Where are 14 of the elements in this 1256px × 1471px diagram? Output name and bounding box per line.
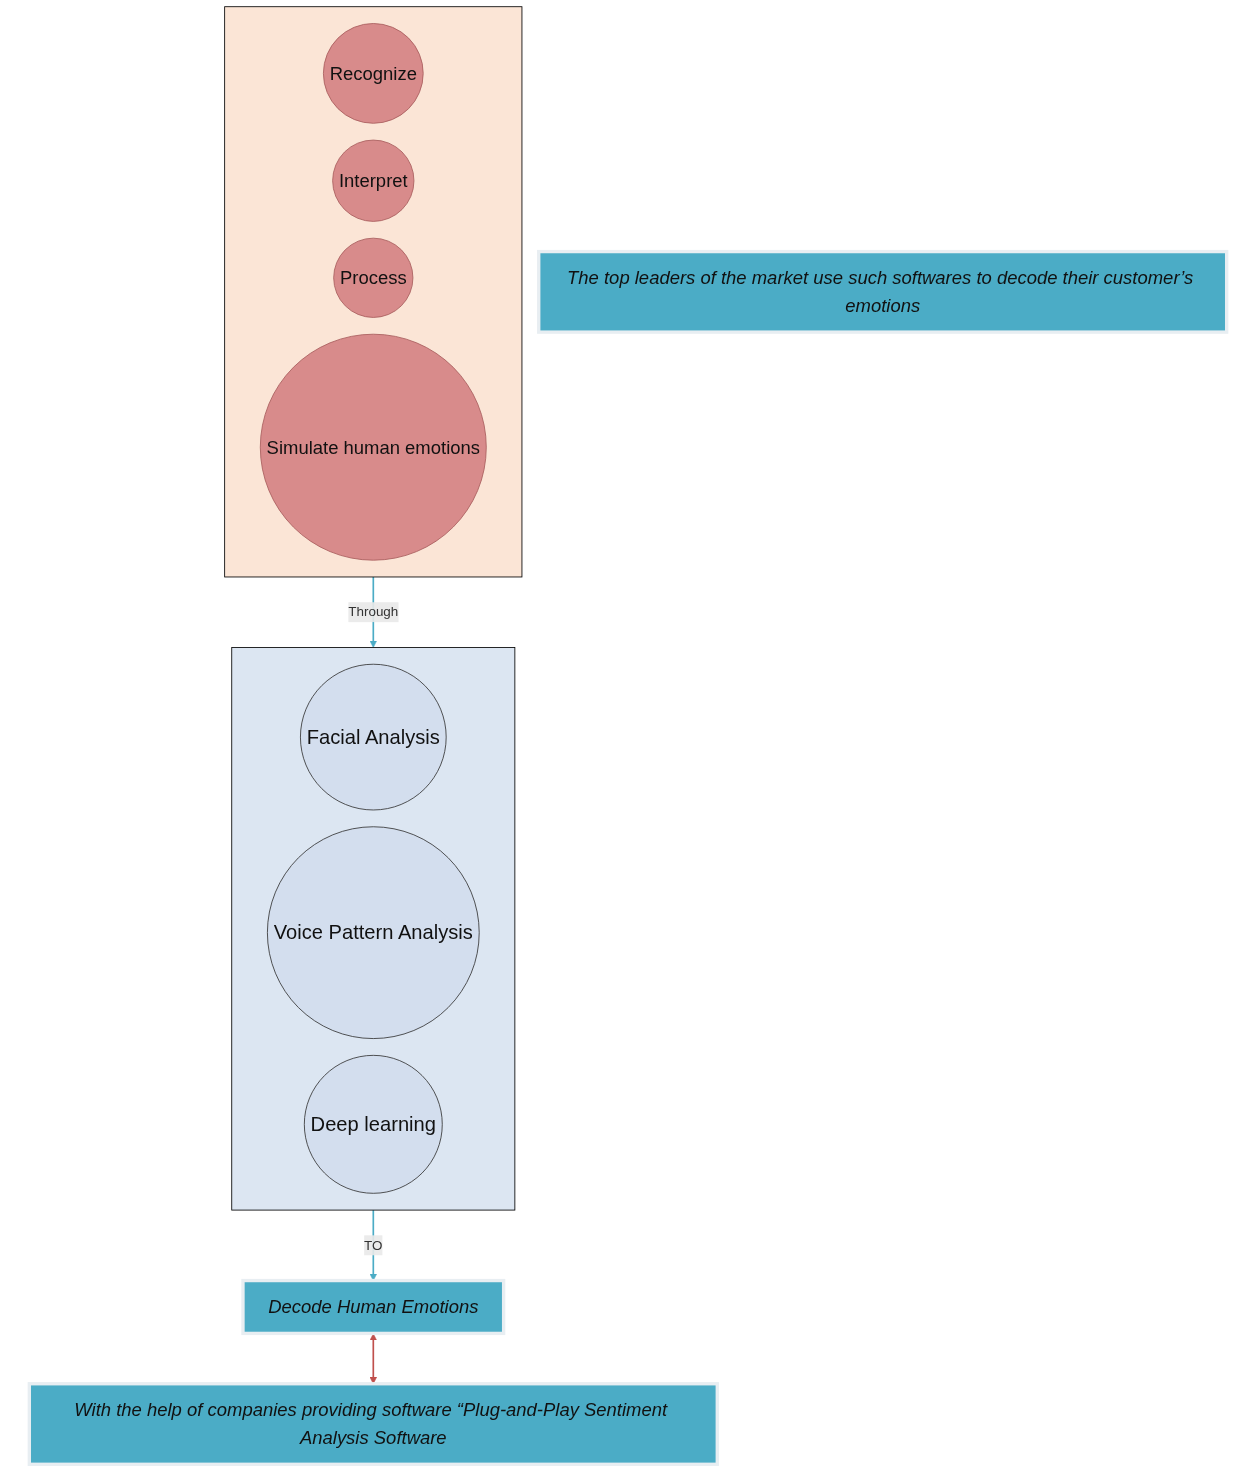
edge-label: TO bbox=[364, 1237, 383, 1253]
edge-label: Through bbox=[348, 604, 399, 619]
node-circle: Voice Pattern Analysis bbox=[266, 826, 480, 1039]
node-box: With the help of companies providing software “Plug-and-Play Sentiment Analysis Software bbox=[27, 1382, 719, 1466]
node-circle: Simulate human emotions bbox=[259, 333, 487, 561]
node-box: The top leaders of the market use such softwares to decode their customer’s emotions bbox=[537, 249, 1229, 334]
node-circle: Interpret bbox=[332, 139, 415, 222]
node-circle: Process bbox=[333, 237, 414, 318]
node-circle: Deep learning bbox=[303, 1054, 443, 1194]
cluster bbox=[224, 6, 523, 578]
node-circle: Facial Analysis bbox=[300, 663, 447, 811]
cluster bbox=[231, 647, 516, 1211]
node-circle: Recognize bbox=[322, 23, 424, 124]
node-box: Decode Human Emotions bbox=[241, 1278, 506, 1336]
